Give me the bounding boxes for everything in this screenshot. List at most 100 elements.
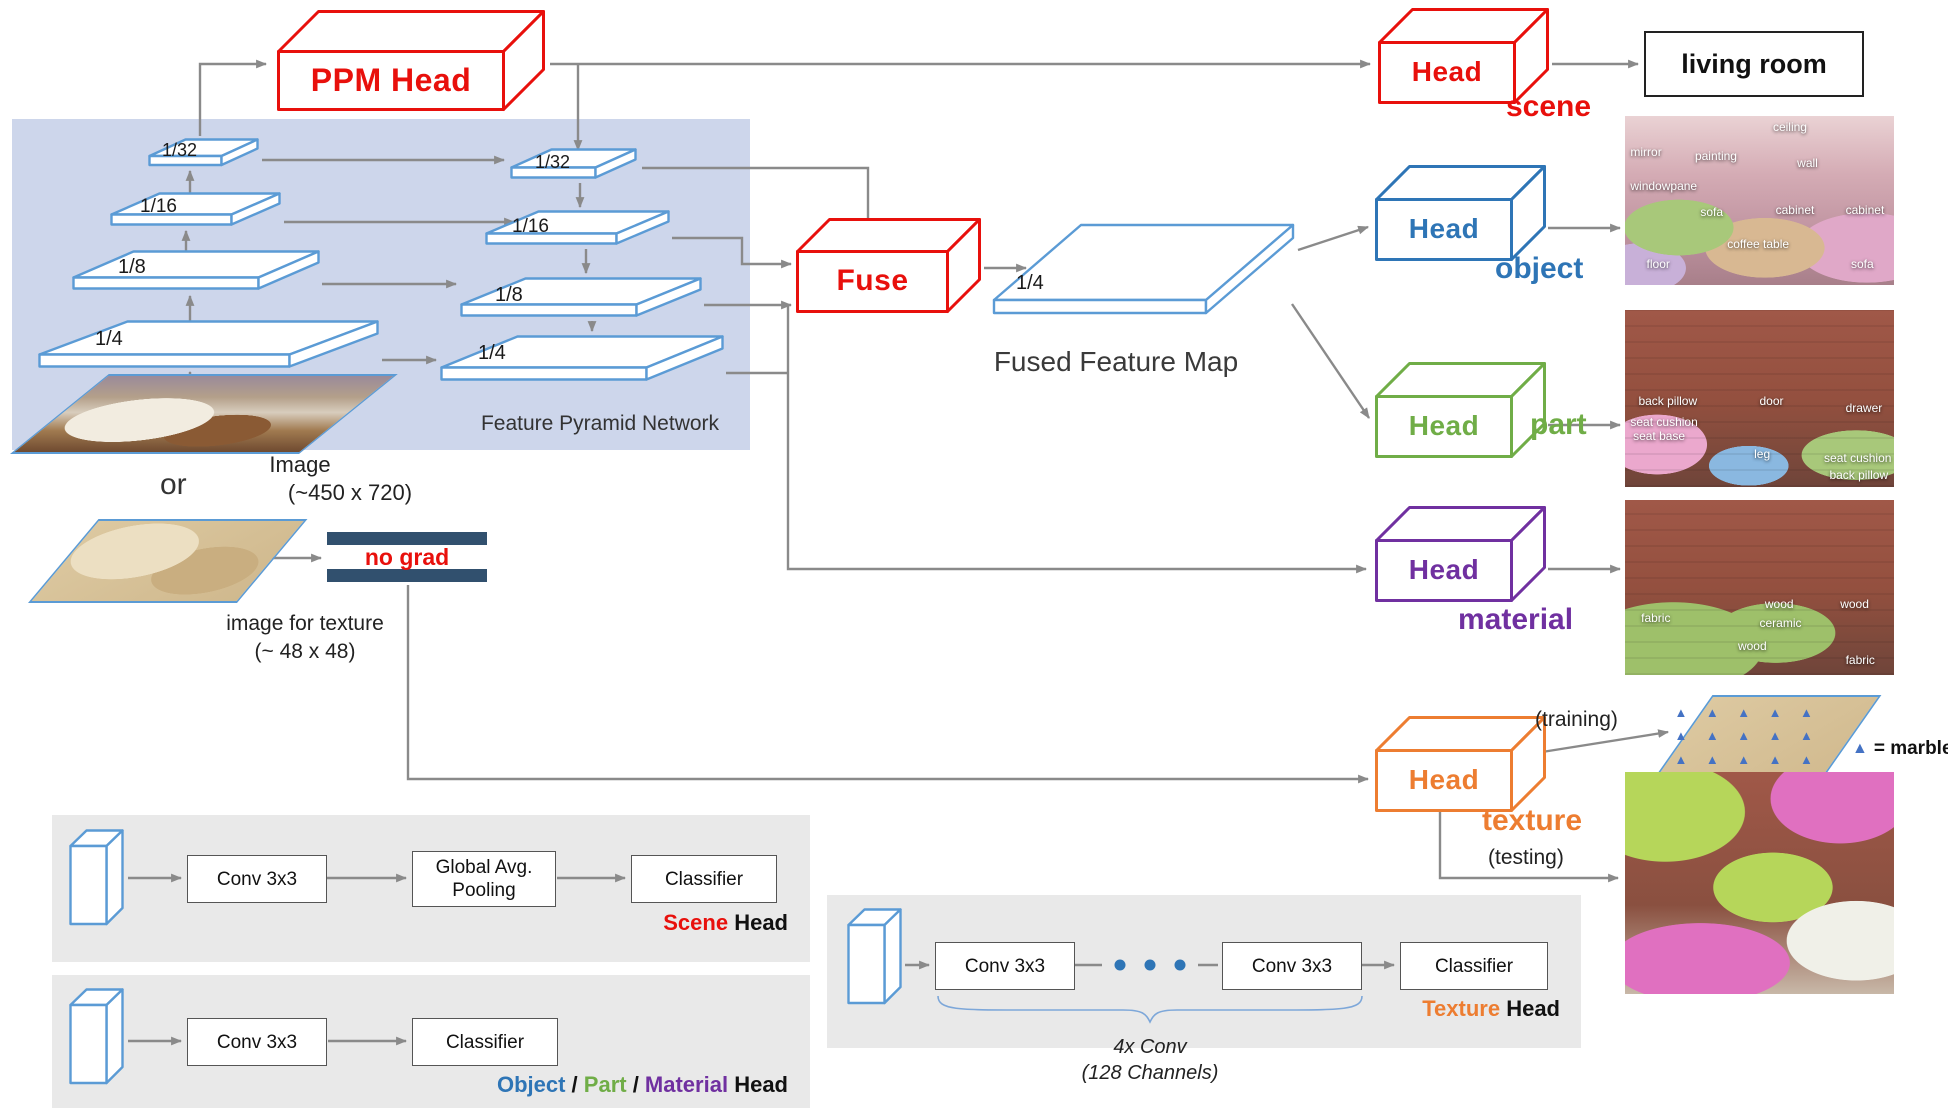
seg-label: sofa	[1850, 256, 1874, 271]
right-scale-1-32: 1/32	[535, 152, 571, 172]
material-segmentation-image: fabric wood ceramic wood wood fabric	[1625, 500, 1894, 675]
seg-label: leg	[1754, 447, 1771, 462]
seg-label: wood	[1764, 597, 1794, 611]
testing-label: (testing)	[1488, 846, 1564, 869]
fpn-title: Feature Pyramid Network	[480, 412, 720, 435]
part-head-cuboid	[1375, 362, 1546, 458]
texture-head-cuboid	[1375, 716, 1546, 812]
or-label: or	[160, 468, 187, 501]
scene-panel-feature-icon	[69, 829, 124, 926]
texture-classifier-box: Classifier	[1400, 942, 1548, 990]
seg-label: floor	[1646, 256, 1670, 271]
left-scale-1-4: 1/4	[95, 328, 123, 350]
ppm-head-cuboid	[277, 10, 545, 111]
seg-label: seat cushion	[1824, 450, 1892, 465]
seg-label: seat cushion	[1630, 415, 1698, 430]
seg-label: wood	[1840, 597, 1869, 611]
scene-panel-title-rest: Head	[728, 910, 788, 935]
scene-panel-title-colored: Scene	[663, 910, 729, 935]
left-slab-1-8	[72, 250, 320, 290]
scene-tag: scene	[1506, 90, 1592, 123]
opm-classifier-box: Classifier	[412, 1018, 558, 1066]
texture-caption-line2: (~ 48 x 48)	[254, 640, 356, 663]
object-segmentation-image: ceiling mirror painting wall windowpane …	[1625, 116, 1894, 285]
image-caption-line1: Image	[269, 452, 331, 477]
seg-label: cabinet	[1845, 202, 1885, 217]
seg-label: sofa	[1700, 204, 1723, 219]
scene-gap-box: Global Avg. Pooling	[412, 851, 556, 907]
texture-conv-caption-line1: 4x Conv	[1113, 1036, 1187, 1058]
left-scale-1-16: 1/16	[140, 196, 177, 217]
texture-conv-caption-line2: (128 Channels)	[1081, 1062, 1219, 1084]
texture-panel-title: Texture Head	[1330, 996, 1560, 1022]
fuse-box: Fuse	[796, 218, 982, 314]
marble-triangle: ▲	[1674, 728, 1688, 744]
opm-title-part: Part	[583, 1072, 627, 1097]
part-head-label: Head	[1408, 410, 1480, 441]
left-scale-1-32: 1/32	[162, 140, 198, 160]
right-slab-1-4	[440, 335, 724, 381]
seg-label: drawer	[1845, 401, 1883, 416]
seg-label: coffee table	[1727, 236, 1790, 251]
training-triangle-grid: ▲▲▲▲▲ ▲▲▲▲▲ ▲▲▲▲▲	[1665, 701, 1822, 771]
marbled-legend: ▲ = marbled	[1852, 738, 1948, 760]
left-slab-1-16	[110, 192, 281, 226]
seg-label: ceiling	[1772, 120, 1807, 135]
seg-label: back pillow	[1829, 468, 1889, 483]
image-caption-line2: (~450 x 720)	[287, 480, 413, 505]
material-head-box: Head	[1375, 506, 1547, 602]
right-scale-1-16: 1/16	[512, 216, 549, 237]
marble-triangle: ▲	[1768, 751, 1782, 767]
marble-triangle: ▲	[1800, 705, 1813, 721]
fused-map-caption: Fused Feature Map	[993, 346, 1239, 377]
seg-label: cabinet	[1775, 202, 1815, 217]
scene-conv-box: Conv 3x3	[187, 855, 327, 903]
scene-head-box: Head	[1378, 8, 1550, 104]
material-head-cuboid	[1375, 506, 1546, 602]
opm-title-rest: Head	[728, 1072, 788, 1097]
marble-triangle: ▲	[1800, 728, 1813, 744]
texture-head-box: Head	[1375, 716, 1547, 812]
no-grad-bar-bottom	[327, 569, 487, 582]
right-scale-1-4: 1/4	[478, 342, 506, 364]
part-segmentation-image: back pillow door drawer seat cushion sea…	[1625, 310, 1894, 487]
left-slab-1-4	[38, 320, 379, 368]
ppm-head-box: PPM Head	[277, 10, 545, 112]
fused-map-scale: 1/4	[1016, 272, 1044, 294]
marble-triangle: ▲	[1705, 751, 1719, 767]
right-slab-1-8	[460, 277, 702, 317]
texture-result-image	[1625, 772, 1894, 994]
no-grad-label: no grad	[364, 544, 450, 570]
scene-head-label: Head	[1411, 56, 1483, 87]
scene-panel-title: Scene Head	[500, 910, 788, 936]
marble-triangle: ▲	[1674, 705, 1688, 721]
marble-triangle: ▲	[1674, 751, 1688, 767]
part-head-box: Head	[1375, 362, 1547, 458]
seg-label: door	[1759, 393, 1784, 408]
texture-panel-title-colored: Texture	[1422, 996, 1501, 1021]
seg-label: fabric	[1641, 611, 1671, 625]
training-output-slab: ▲▲▲▲▲ ▲▲▲▲▲ ▲▲▲▲▲	[1655, 695, 1882, 777]
material-tag: material	[1458, 603, 1574, 636]
seg-label: windowpane	[1630, 179, 1698, 194]
texture-conv2-box: Conv 3x3	[1222, 942, 1362, 990]
object-head-label: Head	[1408, 213, 1480, 244]
training-label: (training)	[1535, 708, 1618, 731]
marble-triangle: ▲	[1768, 705, 1782, 721]
opm-title-sep1: /	[565, 1072, 584, 1097]
opm-panel-title: Object / Part / Material Head	[420, 1072, 788, 1098]
left-scale-1-8: 1/8	[118, 256, 146, 278]
marble-triangle: ▲	[1737, 705, 1751, 721]
seg-label: wood	[1737, 639, 1767, 653]
texture-tag: texture	[1482, 804, 1583, 837]
left-slab-1-32	[148, 138, 259, 167]
right-slab-1-32	[510, 148, 637, 179]
texture-head-label: Head	[1408, 764, 1480, 795]
marble-triangle: ▲	[1737, 728, 1751, 744]
opm-panel-feature-icon	[69, 988, 124, 1085]
scene-output-box: living room	[1644, 31, 1864, 97]
object-head-box: Head	[1375, 165, 1547, 261]
object-tag: object	[1495, 252, 1584, 285]
opm-title-object: Object	[496, 1072, 566, 1097]
